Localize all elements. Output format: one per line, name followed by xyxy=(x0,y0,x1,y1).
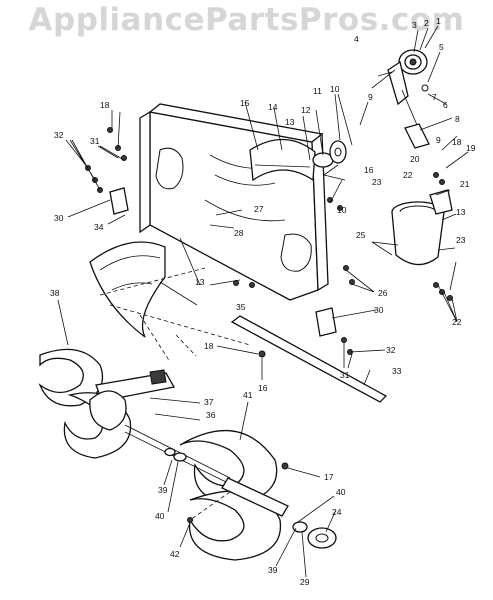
callout-c31a: 31 xyxy=(90,136,100,146)
callout-c5: 5 xyxy=(439,42,444,52)
callout-c32b: 32 xyxy=(386,345,396,355)
callout-c38: 38 xyxy=(50,288,60,298)
callout-c19: 19 xyxy=(466,143,476,153)
callout-c28: 28 xyxy=(234,228,244,238)
callout-c13a: 13 xyxy=(285,117,295,127)
hardware-fasteners xyxy=(85,127,453,523)
callout-c22a: 22 xyxy=(403,170,413,180)
callout-c9a: 9 xyxy=(368,92,373,102)
bearing-flange-lower xyxy=(164,447,337,549)
callout-c32a: 32 xyxy=(54,130,64,140)
site-watermark: AppliancePartsPros.com xyxy=(28,2,465,38)
auger-housing xyxy=(139,103,329,301)
callout-c2: 2 xyxy=(424,18,429,28)
callout-c39a: 39 xyxy=(158,485,168,495)
callout-c13b: 13 xyxy=(195,277,205,287)
callout-c10a: 10 xyxy=(330,84,340,94)
callout-c20: 20 xyxy=(410,154,420,164)
leader-lines xyxy=(57,25,469,578)
callout-c26: 26 xyxy=(378,288,388,298)
callout-c25: 25 xyxy=(356,230,366,240)
callout-c13c: 13 xyxy=(456,207,466,217)
callout-c16a: 16 xyxy=(364,165,374,175)
callout-c23a: 23 xyxy=(372,177,382,187)
callout-c41: 41 xyxy=(243,390,253,400)
callout-c30a: 30 xyxy=(54,213,64,223)
callout-c9b: 9 xyxy=(436,135,441,145)
callout-c11: 11 xyxy=(313,86,322,96)
right-auger xyxy=(179,430,289,561)
callout-c39b: 39 xyxy=(268,565,278,575)
callout-c15: 15 xyxy=(240,98,250,108)
callout-labels: 1 2 3 4 5 6 7 8 9 9 10 10 11 12 13 13 13… xyxy=(50,16,476,587)
callout-c4: 4 xyxy=(354,34,359,44)
gearbox xyxy=(89,390,231,485)
callout-c12: 12 xyxy=(301,105,311,115)
callout-c18c: 18 xyxy=(204,341,214,351)
shave-plate xyxy=(230,315,388,403)
callout-c8: 8 xyxy=(455,114,460,124)
callout-c22b: 22 xyxy=(452,317,462,327)
callout-c6: 6 xyxy=(443,100,448,110)
pulley-assembly xyxy=(377,49,430,149)
callout-c36: 36 xyxy=(206,410,216,420)
callout-c35: 35 xyxy=(236,302,246,312)
callout-c23b: 23 xyxy=(456,235,466,245)
callout-c31b: 31 xyxy=(340,370,350,380)
callout-c10b: 10 xyxy=(337,205,347,215)
callout-c18b: 18 xyxy=(452,137,462,147)
callout-c17: 17 xyxy=(324,472,334,482)
callout-c14: 14 xyxy=(268,102,278,112)
callout-c7: 7 xyxy=(432,92,437,102)
callout-c3: 3 xyxy=(412,20,417,30)
callout-c21: 21 xyxy=(460,179,470,189)
callout-c40a: 40 xyxy=(155,511,165,521)
callout-c34: 34 xyxy=(94,222,104,232)
callout-c24: 24 xyxy=(332,507,342,517)
callout-c16b: 16 xyxy=(258,383,268,393)
callout-c37: 37 xyxy=(204,397,214,407)
callout-c30b: 30 xyxy=(374,305,384,315)
callout-c42: 42 xyxy=(170,549,180,559)
skid-shoe xyxy=(109,187,337,337)
callout-c1: 1 xyxy=(436,16,441,26)
callout-c18a: 18 xyxy=(100,100,110,110)
callout-c33: 33 xyxy=(392,366,402,376)
callout-c27: 27 xyxy=(254,204,264,214)
callout-c40b: 40 xyxy=(336,487,346,497)
chute-base xyxy=(391,189,453,266)
auger-deflector xyxy=(89,241,166,338)
callout-c29: 29 xyxy=(300,577,310,587)
